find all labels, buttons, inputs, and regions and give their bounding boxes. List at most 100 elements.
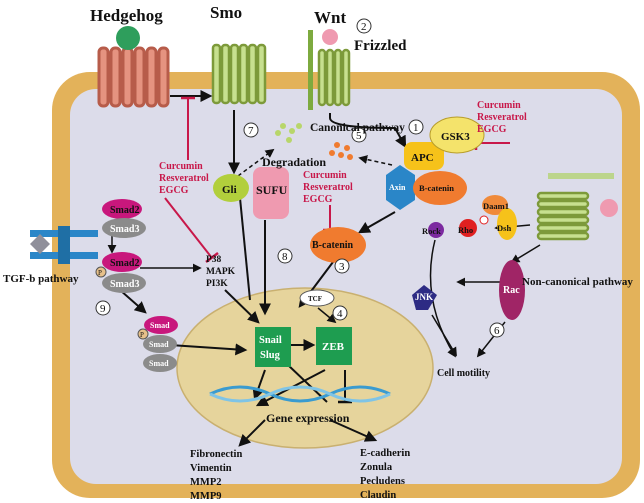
nucleus: [176, 287, 434, 449]
gsk3-protein: [429, 116, 485, 154]
arrow-genes-up: [238, 419, 266, 447]
svg-text:Curcumin: Curcumin: [159, 161, 203, 172]
apc-protein: [404, 142, 444, 170]
smad3-top: [102, 218, 146, 238]
dsh-protein: [497, 208, 517, 240]
svg-text:Curcumin: Curcumin: [303, 170, 347, 181]
gsk3-label: GSK3: [441, 131, 470, 143]
arrow-genes-down: [329, 419, 378, 442]
axin-protein: [386, 165, 415, 210]
smad-complex-2: [143, 335, 177, 353]
smad-c1-label: Smad: [150, 321, 170, 330]
snail-slug-box: [255, 327, 291, 367]
svg-text:EGCG: EGCG: [477, 124, 507, 135]
degradation-dots-wnt: [329, 142, 353, 160]
smad3-mid: [102, 273, 146, 293]
bcatenin-protein: [310, 227, 366, 263]
smad2-mid: [102, 252, 142, 272]
step-3: 3: [339, 261, 345, 273]
zeb-box: [316, 327, 352, 365]
dsh-label: Dsh: [497, 223, 511, 233]
gli-label: Gli: [222, 184, 237, 196]
svg-text:Resveratrol: Resveratrol: [303, 182, 353, 193]
apc-label: APC: [411, 152, 434, 164]
down-gene-1: E-cadherin: [360, 448, 410, 459]
svg-text:Resveratrol: Resveratrol: [159, 173, 209, 184]
rock-protein: [428, 222, 444, 238]
jnk-protein: [412, 285, 437, 310]
step-4: 4: [337, 308, 343, 320]
tcf-protein: [299, 289, 335, 307]
snail-label: Snail: [259, 335, 282, 346]
up-gene-2: Vimentin: [190, 463, 232, 474]
step-2: 2: [361, 21, 367, 33]
smo-label: Smo: [210, 3, 242, 22]
arrow-smad-to-complex: [119, 289, 147, 314]
daam1-label: Daam1: [483, 201, 509, 211]
smo-receptor: [211, 43, 267, 105]
arrow-smad-complex-to-nucleus: [169, 343, 248, 356]
bcatenin-complex-label: B-catenin: [419, 183, 454, 193]
phospho-p-mid: [95, 266, 107, 278]
arrow-gli-to-nucleus: [239, 197, 251, 301]
sufu-protein: [253, 167, 289, 219]
svg-text:EGCG: EGCG: [303, 194, 333, 205]
smad2-top-label: Smad2: [110, 205, 139, 216]
rho-bead: [479, 215, 489, 225]
up-gene-4: MMP9: [190, 491, 222, 502]
slug-label: Slug: [260, 350, 281, 361]
jnk-label: JNK: [415, 292, 433, 302]
wnt-ligand: [322, 29, 338, 45]
svg-text:Curcumin: Curcumin: [477, 100, 521, 111]
smad-c2-label: Smad: [149, 340, 169, 349]
phospho-p-complex: [137, 328, 149, 340]
step-8: 8: [282, 251, 288, 263]
step-6: 6: [494, 325, 500, 337]
smad3-top-label: Smad3: [110, 224, 139, 235]
smad2-top: [102, 199, 142, 219]
rac-label: Rac: [503, 285, 520, 296]
down-gene-4: Claudin: [360, 490, 396, 501]
inhibitor-group-gsk3: Curcumin Resveratrol EGCG: [477, 100, 527, 135]
inhibitor-group-hedgehog: Curcumin Resveratrol EGCG: [159, 161, 209, 196]
non-canonical-pathway-label: Non-canonical pathway: [522, 276, 633, 288]
arrow-tcf-to-zeb: [317, 307, 337, 324]
hedgehog-receptor: [97, 46, 170, 108]
inhibit-kinases-line: [164, 197, 213, 259]
zeb-label: ZEB: [322, 341, 345, 353]
step-5: 5: [356, 130, 362, 142]
dna-helix: [209, 385, 391, 403]
inhibit-kinases-bar: [205, 252, 219, 263]
step-markers: [95, 18, 505, 338]
frizzled-label: Frizzled: [354, 38, 407, 54]
canonical-pathway-label: Canonical pathway: [310, 122, 405, 134]
frizzled-receptor-right: [536, 191, 590, 241]
kinases-label-2: MAPK: [206, 267, 236, 277]
step-1: 1: [413, 122, 419, 134]
down-gene-2: Zonula: [360, 462, 393, 473]
smad-complex-3: [143, 354, 177, 372]
arrow-complex-to-bcatenin: [357, 211, 396, 234]
down-gene-3: Pecludens: [360, 476, 405, 487]
kinases-label-1: P38: [206, 255, 222, 265]
wnt-ligand-right: [600, 199, 618, 217]
p-complex-label: P: [140, 331, 144, 339]
sufu-label: SUFU: [256, 183, 288, 197]
lrp-coreceptor-right: [548, 173, 614, 179]
arrow-fz-to-rac: [510, 244, 541, 263]
lrp-coreceptor: [308, 30, 313, 110]
inhibit-snail-down: [287, 364, 328, 403]
up-gene-3: MMP2: [190, 477, 222, 488]
p-mid-label: P: [98, 269, 102, 277]
hedgehog-ligand: [116, 26, 140, 50]
tgfb-receptor: [30, 226, 98, 264]
rac-protein: [499, 260, 525, 320]
arrow-gli-degradation: [237, 148, 275, 177]
smad2-mid-label: Smad2: [110, 258, 139, 269]
bcatenin-complex-protein: [413, 171, 467, 205]
step-7: 7: [248, 125, 254, 137]
degradation-dots-hh: [275, 123, 302, 143]
rock-label: Rock: [422, 226, 441, 236]
kinases-label-3: PI3K: [206, 279, 228, 289]
